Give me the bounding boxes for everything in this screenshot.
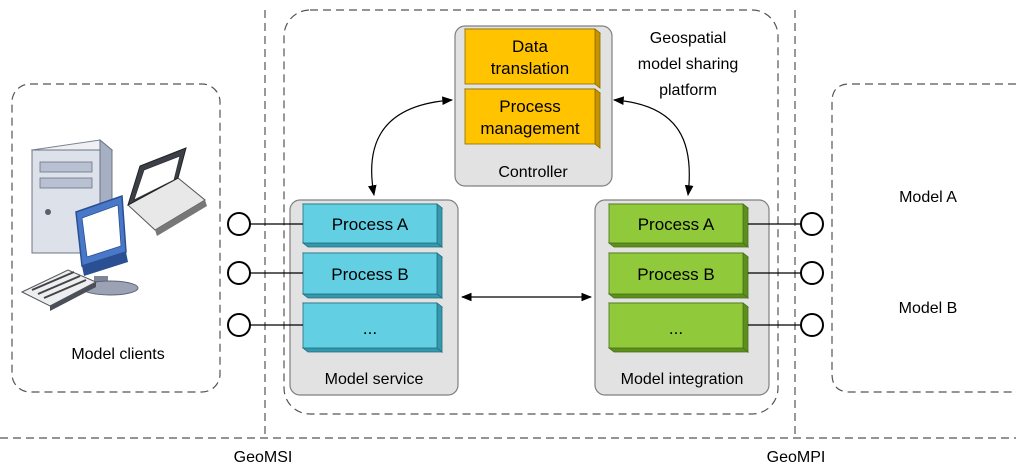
computer-illustration-icon	[20, 138, 207, 311]
integration-process-more-label: ...	[669, 319, 683, 338]
arrow-controller-service	[368, 96, 454, 197]
model-integration-label: Model integration	[621, 371, 744, 388]
controller-label: Controller	[498, 164, 568, 181]
geomsi-port-2	[227, 261, 251, 285]
controller-group: Data translation Process management Cont…	[454, 25, 613, 187]
platform-label-line1: Geospatial	[650, 30, 727, 47]
service-process-more: ...	[301, 302, 444, 353]
geomsi-port-3	[227, 313, 251, 337]
model-service-group: Process A Process B ... Model service	[289, 199, 459, 396]
integration-process-b-label: Process B	[637, 265, 714, 284]
integration-process-more: ...	[607, 302, 750, 353]
platform-label-line2: model sharing	[638, 56, 739, 73]
geompi-port-3	[800, 313, 824, 337]
process-management-line1: Process	[499, 97, 560, 116]
model-service-label: Model service	[325, 371, 424, 388]
model-a-label: Model A	[899, 189, 957, 206]
connectors	[368, 96, 694, 302]
geompi-connectors	[748, 212, 824, 337]
geompi-port-1	[800, 212, 824, 236]
service-process-a: Process A	[301, 203, 444, 248]
integration-process-a-label: Process A	[638, 215, 715, 234]
model-clients-label: Model clients	[71, 346, 164, 363]
service-process-b-label: Process B	[331, 265, 408, 284]
service-process-a-label: Process A	[332, 215, 409, 234]
geompi-port-2	[800, 261, 824, 285]
model-b-label: Model B	[899, 300, 958, 317]
geompi-label: GeoMPI	[767, 449, 826, 466]
data-translation-line2: translation	[491, 59, 569, 78]
data-translation-line1: Data	[512, 37, 548, 56]
integration-process-b: Process B	[607, 252, 750, 299]
data-translation-block: Data translation	[463, 28, 602, 89]
platform-label-line3: platform	[659, 82, 717, 99]
clients-region	[11, 83, 221, 393]
service-process-b: Process B	[301, 252, 444, 299]
models-region	[831, 83, 1016, 393]
geomsi-connectors	[227, 212, 303, 337]
platform-region	[283, 9, 779, 415]
integration-process-a: Process A	[607, 203, 750, 248]
process-management-line2: management	[480, 119, 580, 138]
process-management-block: Process management	[463, 88, 602, 149]
platform-label: Geospatial model sharing platform	[638, 30, 739, 99]
geomsi-port-1	[227, 212, 251, 236]
geomsi-label: GeoMSI	[234, 449, 293, 466]
service-process-more-label: ...	[363, 319, 377, 338]
model-integration-group: Process A Process B ... Model integratio…	[594, 199, 770, 396]
arrow-controller-integration	[612, 96, 694, 197]
